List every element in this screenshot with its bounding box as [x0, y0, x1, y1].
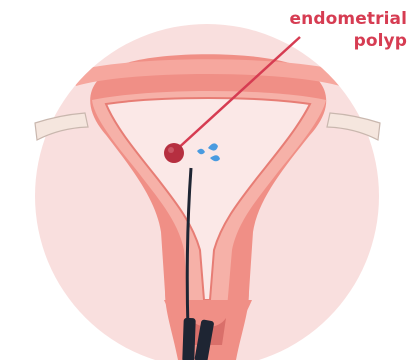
- polyp-highlight: [168, 147, 174, 153]
- endometrial-polyp: [164, 143, 184, 163]
- annotation-label: endometrial polyp: [257, 8, 407, 52]
- annotation-label-line2: polyp: [257, 30, 407, 52]
- annotation-label-line1: endometrial: [257, 8, 407, 30]
